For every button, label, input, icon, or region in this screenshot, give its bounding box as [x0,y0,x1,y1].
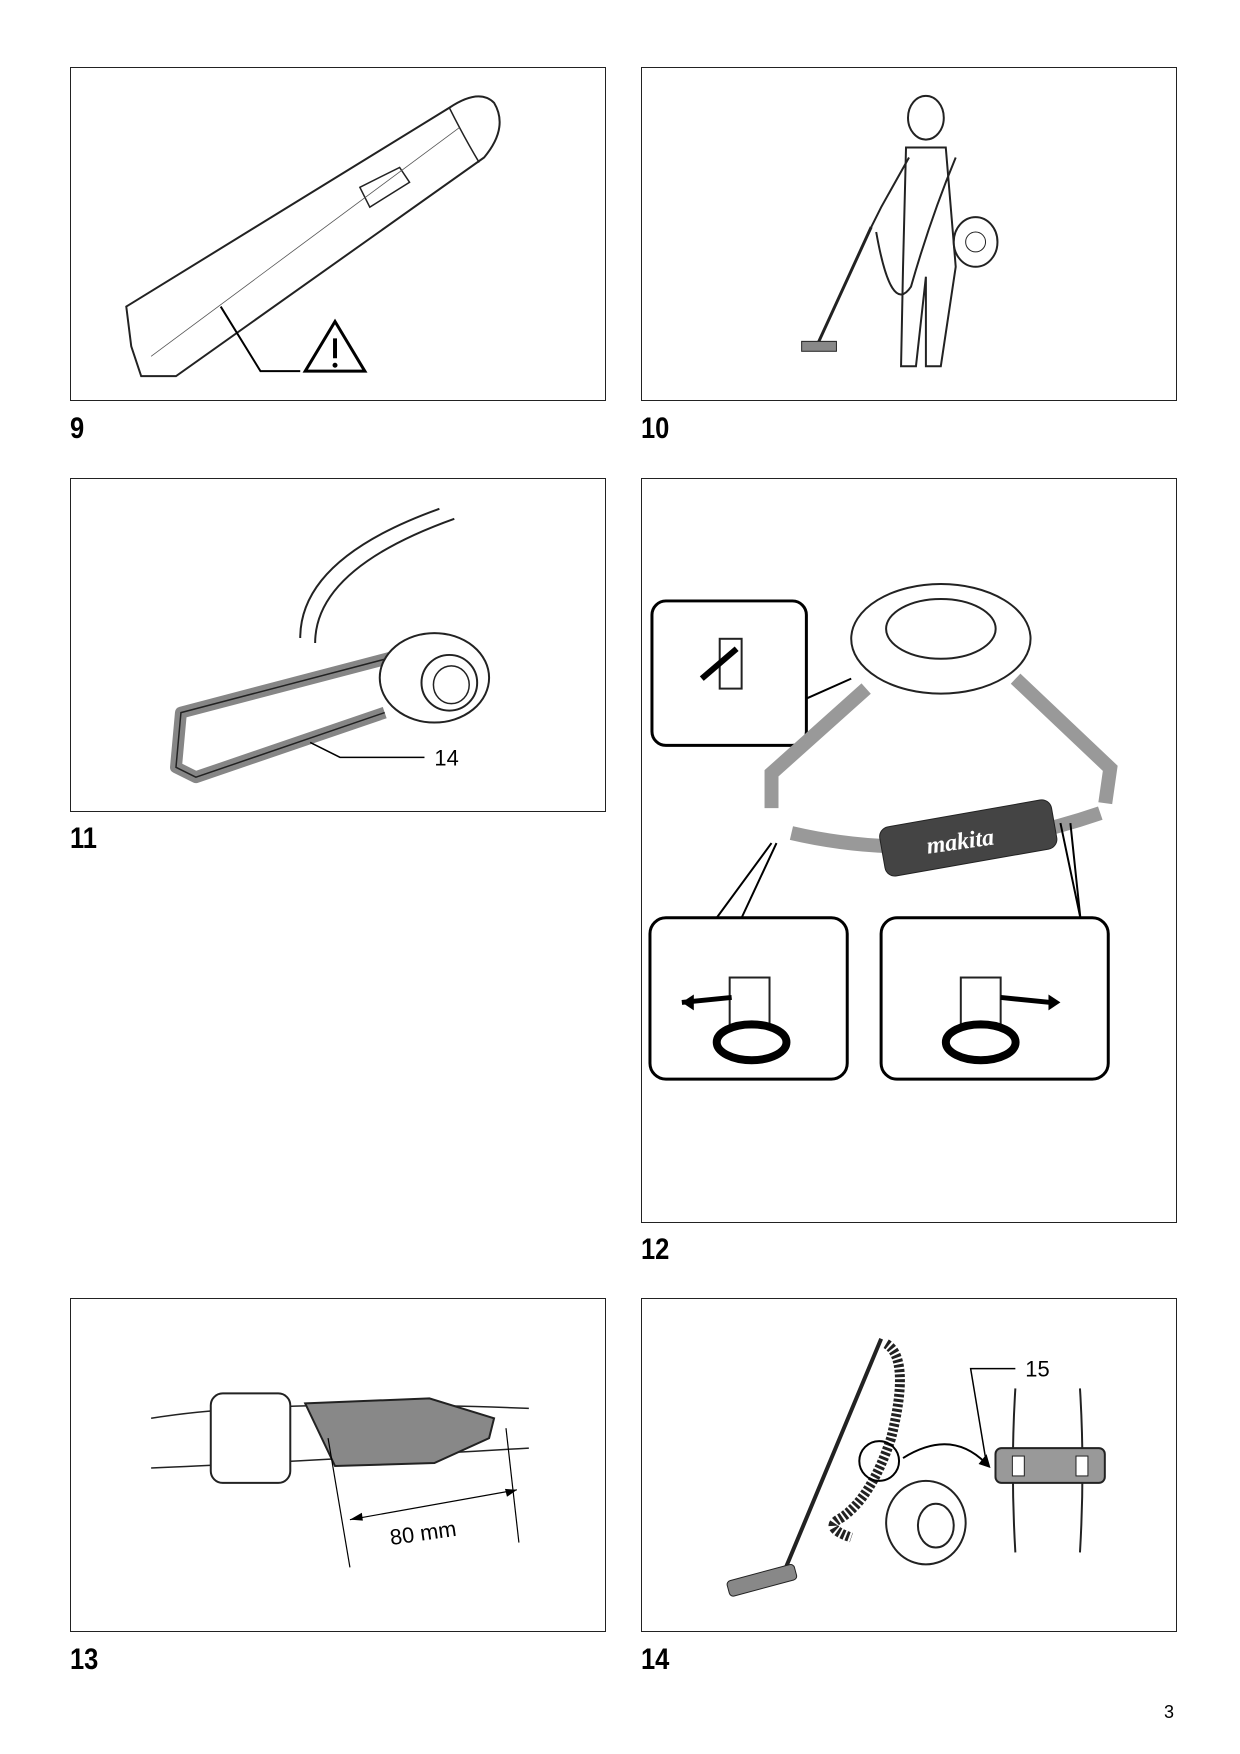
strap-length-illustration: 80 mm [151,1392,529,1568]
strap-attachment-illustration: makita [648,583,1118,1081]
figure-12: makita [641,478,1177,1223]
figure-number: 10 [641,412,670,445]
page-number: 3 [1164,1702,1175,1722]
figure-number: 13 [70,1643,99,1676]
operator-illustration [801,94,999,368]
figure-11: 14 [70,478,606,812]
figure-9 [70,67,606,401]
figure-number: 11 [70,822,97,855]
hose-holder-illustration: 15 [726,1337,1106,1597]
figure-10 [641,67,1177,401]
figure-13: 80 mm [70,1298,606,1632]
callout-label: 14 [434,745,458,770]
nozzle-illustration [125,95,501,378]
figure-number: 9 [70,412,85,445]
warning-triangle-icon [302,318,368,373]
figure-number: 12 [641,1233,670,1266]
dimension-label: 80 mm [388,1516,458,1550]
figure-14: 15 [641,1298,1177,1632]
figure-number: 14 [641,1643,670,1676]
callout-label: 15 [1025,1357,1049,1382]
shoulder-strap-illustration: 14 [170,507,491,784]
